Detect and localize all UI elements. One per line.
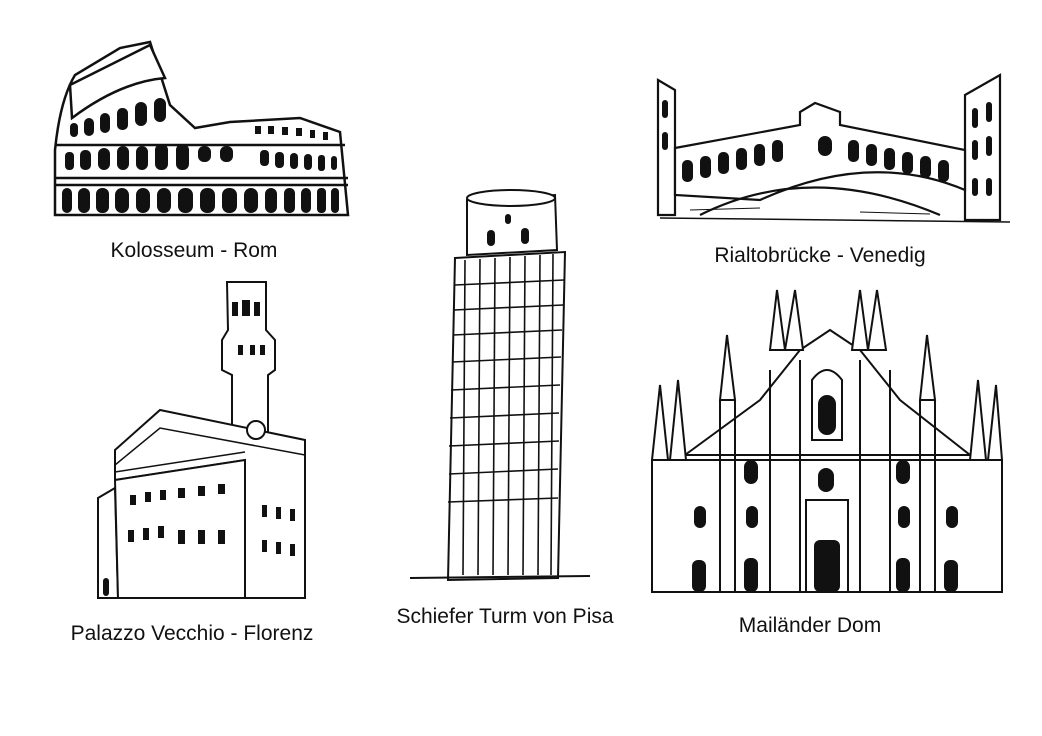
caption-rialto: Rialtobrücke - Venedig (714, 244, 926, 267)
caption-palazzo: Palazzo Vecchio - Florenz (70, 622, 314, 645)
caption-duomo: Mailänder Dom (738, 614, 882, 637)
caption-colosseum: Kolosseum - Rom (110, 239, 278, 262)
caption-pisa: Schiefer Turm von Pisa (396, 605, 614, 628)
